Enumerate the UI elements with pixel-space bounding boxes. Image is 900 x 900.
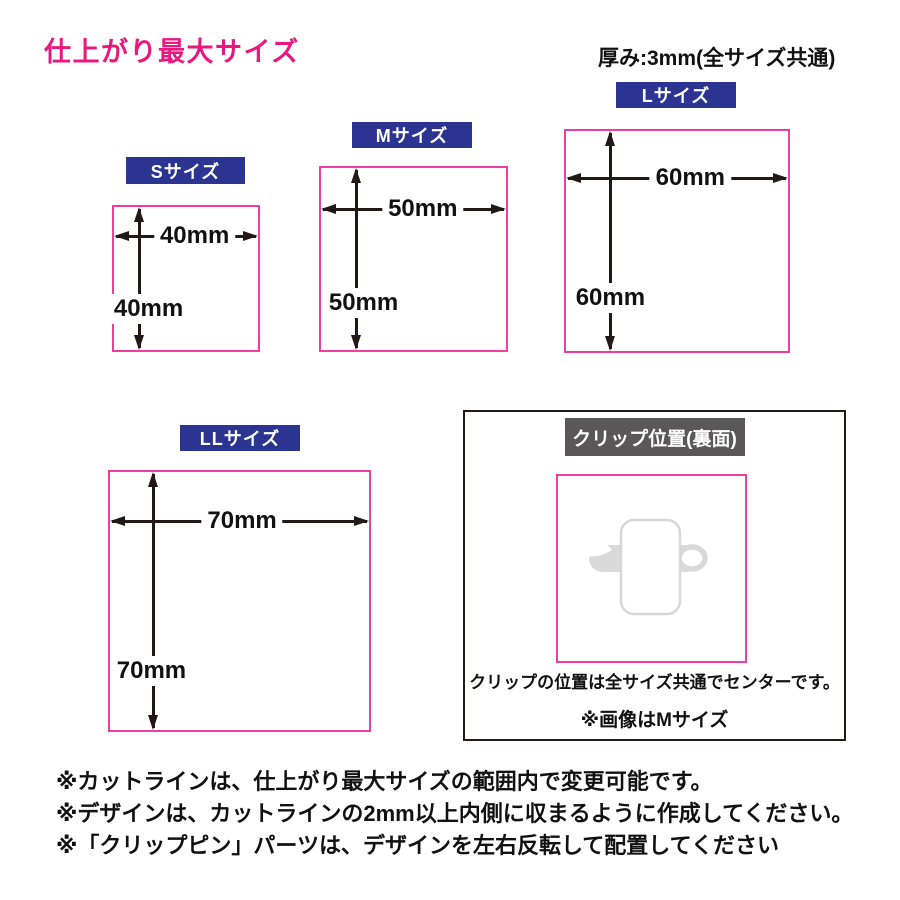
- footnote-line: ※カットラインは、仕上がり最大サイズの範囲内で変更可能です。: [56, 769, 713, 794]
- arrowhead-left-icon: [321, 203, 336, 214]
- arrowhead-up-icon: [604, 131, 615, 146]
- height-dimension-label: 40mm: [110, 293, 187, 324]
- arrowhead-down-icon: [350, 335, 361, 350]
- size-badge-l: Lサイズ: [616, 82, 736, 108]
- width-dimension-label: 40mm: [153, 223, 236, 250]
- clip-pin-icon: [586, 518, 708, 616]
- size-outline-box-ll: 70mm 70mm: [108, 470, 371, 732]
- clip-position-panel: クリップ位置(裏面) クリップの位置は全サイズ共通でセンターです。 ※画像はMサ…: [463, 410, 846, 741]
- size-badge-s: Sサイズ: [126, 157, 245, 184]
- clip-image-note: ※画像はMサイズ: [580, 710, 729, 731]
- height-arrow-line: [152, 474, 155, 728]
- clip-caption: クリップの位置は全サイズ共通でセンターです。: [469, 673, 840, 692]
- footnote-line: ※デザインは、カットラインの2mm以上内側に収まるように作成してください。: [56, 801, 854, 826]
- clip-area-box: [556, 474, 747, 663]
- arrowhead-left-icon: [566, 172, 581, 183]
- width-dimension-label: 60mm: [649, 165, 731, 192]
- arrowhead-right-icon: [243, 230, 258, 241]
- height-arrow-line: [138, 209, 141, 348]
- page-title: 仕上がり最大サイズ: [44, 37, 300, 67]
- arrowhead-up-icon: [133, 207, 144, 222]
- thickness-note: 厚み:3mm(全サイズ共通): [598, 47, 836, 70]
- clip-position-header: クリップ位置(裏面): [564, 418, 745, 456]
- width-dimension-label: 70mm: [201, 508, 283, 535]
- width-dimension-label: 50mm: [382, 196, 464, 223]
- arrowhead-down-icon: [133, 335, 144, 350]
- arrowhead-right-icon: [491, 203, 506, 214]
- size-badge-ll: LLサイズ: [180, 425, 300, 451]
- height-arrow-line: [355, 170, 358, 348]
- height-dimension-label: 70mm: [113, 655, 190, 686]
- arrowhead-up-icon: [350, 168, 361, 183]
- arrowhead-right-icon: [354, 515, 369, 526]
- size-outline-box-s: 40mm 40mm: [110, 205, 260, 352]
- size-badge-m: Mサイズ: [352, 122, 472, 148]
- footnote-line: ※「クリップピン」パーツは、デザインを左右反転して配置してください: [56, 833, 779, 858]
- height-dimension-label: 50mm: [325, 287, 402, 318]
- arrowhead-up-icon: [147, 472, 158, 487]
- footnotes: ※カットラインは、仕上がり最大サイズの範囲内で変更可能です。 ※デザインは、カッ…: [56, 766, 853, 862]
- arrowhead-down-icon: [604, 336, 615, 351]
- size-outline-box-m: 50mm 50mm: [319, 166, 508, 352]
- arrowhead-left-icon: [114, 230, 129, 241]
- size-outline-box-l: 60mm 60mm: [564, 129, 790, 353]
- arrowhead-right-icon: [773, 172, 788, 183]
- arrowhead-left-icon: [110, 515, 125, 526]
- height-dimension-label: 60mm: [572, 283, 649, 314]
- height-arrow-line: [609, 133, 612, 349]
- arrowhead-down-icon: [147, 715, 158, 730]
